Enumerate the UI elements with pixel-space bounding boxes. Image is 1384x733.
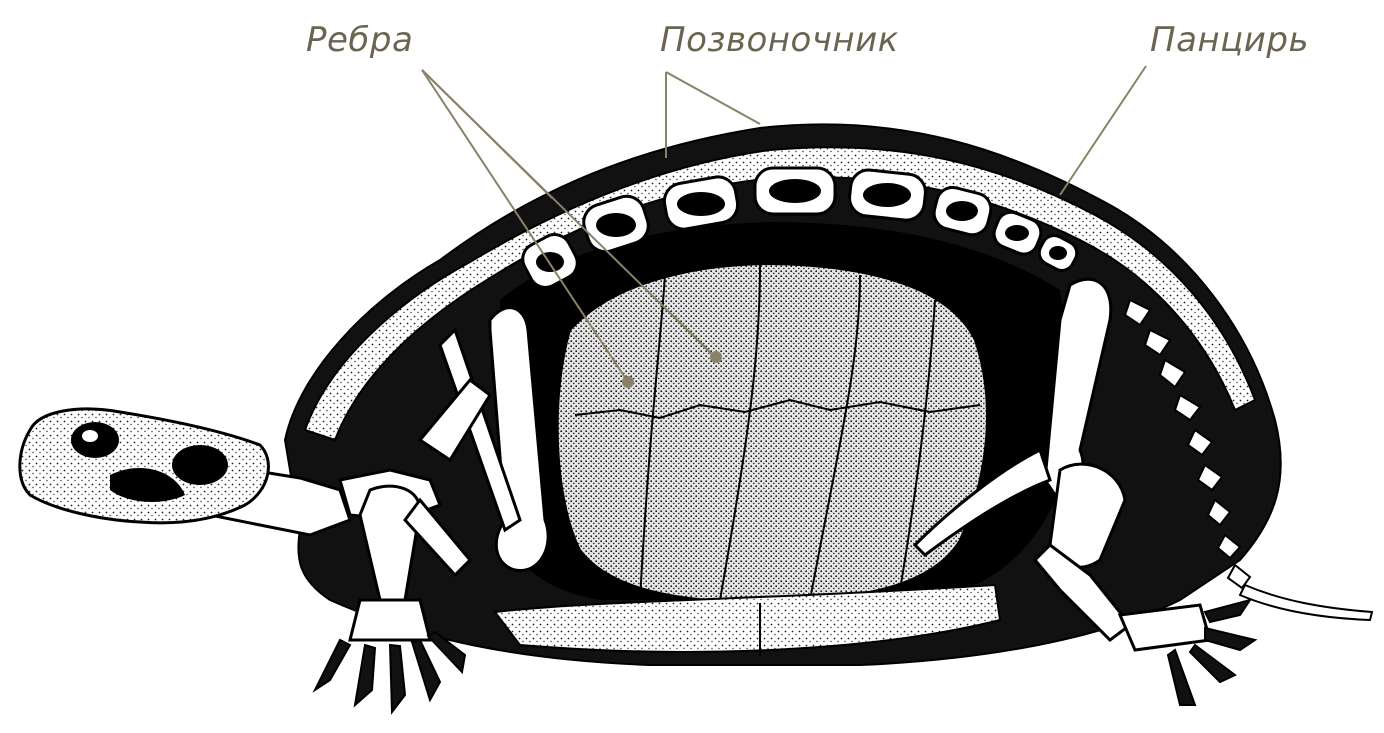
rib-marker-2 [710,351,722,363]
tail-tip [1240,585,1372,620]
label-shell: Панцирь [1150,20,1309,60]
label-spine: Позвоночник [660,20,899,60]
front-claws [315,632,465,712]
rib-marker-1 [622,376,634,388]
label-ribs: Ребра [306,20,413,60]
skull-temporal-opening [172,445,228,485]
skull [20,409,269,523]
